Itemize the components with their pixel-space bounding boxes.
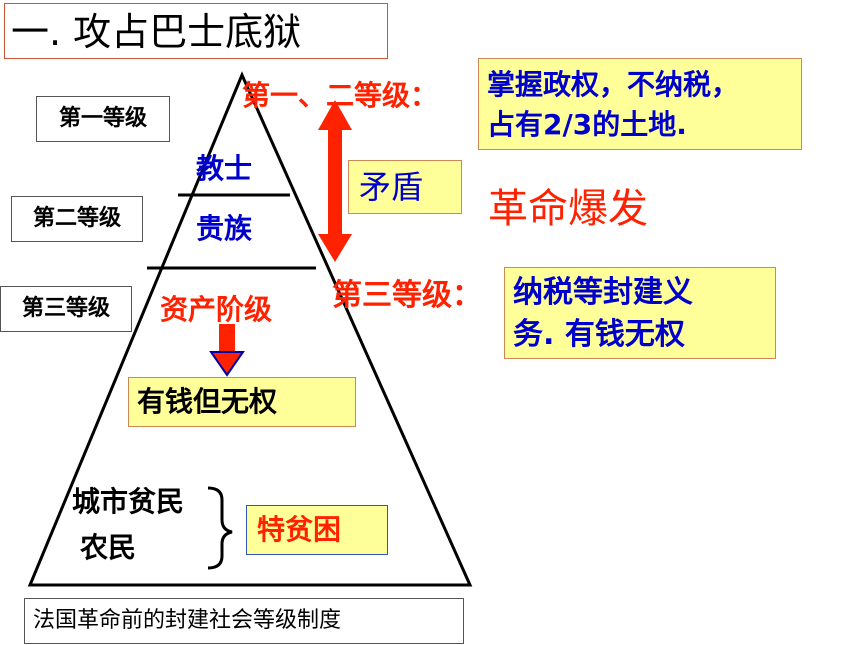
clergy-label: 教士	[196, 152, 253, 185]
third-desc-line2: 务. 有钱无权	[513, 317, 685, 352]
down-arrow-icon	[209, 324, 245, 377]
peasants-label: 农民	[80, 531, 137, 564]
diagram-caption: 法国革命前的封建社会等级制度	[24, 598, 464, 644]
conflict-box: 矛盾	[348, 160, 462, 214]
rich-no-power-box: 有钱但无权	[128, 377, 356, 427]
brace-icon	[207, 486, 233, 570]
third-label: 第三等级：	[332, 278, 482, 313]
very-poor-box: 特贫困	[246, 505, 388, 555]
urban-poor-label: 城市贫民	[72, 485, 185, 518]
pyramid-outline	[27, 71, 473, 587]
nobility-label: 贵族	[196, 212, 253, 245]
bourgeoisie-label: 资产阶级	[160, 293, 273, 326]
third-desc-box: 纳税等封建义 务. 有钱无权	[504, 267, 776, 359]
page-title: 一. 攻占巴士底狱	[4, 3, 388, 59]
third-desc-line1: 纳税等封建义	[513, 275, 693, 310]
first-second-label: 第一、二等级：	[242, 79, 439, 112]
level-label-third: 第三等级	[0, 286, 132, 332]
first-second-desc-line2: 占有2/3的土地.	[487, 108, 687, 141]
revolution-label: 革命爆发	[488, 186, 648, 232]
level-label-first: 第一等级	[36, 96, 170, 142]
conflict-arrow	[318, 100, 352, 262]
first-second-desc-box: 掌握政权，不纳税， 占有2/3的土地.	[478, 58, 802, 150]
level-label-second: 第二等级	[11, 196, 143, 242]
first-second-desc-line1: 掌握政权，不纳税，	[487, 68, 740, 101]
